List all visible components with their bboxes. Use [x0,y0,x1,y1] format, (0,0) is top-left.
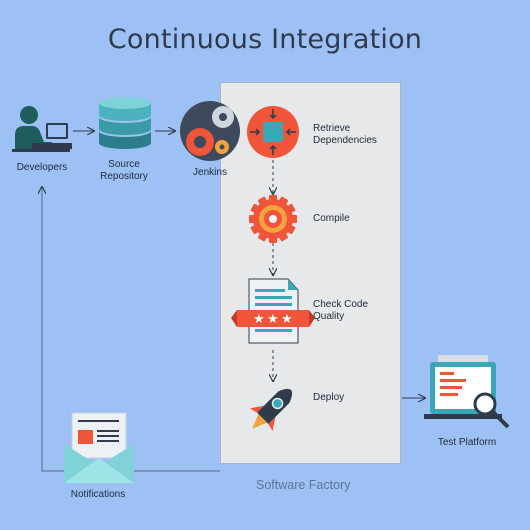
software-factory-label: Software Factory [256,478,351,492]
retrieve-dependencies-icon [247,106,299,158]
svg-text:★: ★ [267,312,279,327]
label-test-platform: Test Platform [437,437,497,448]
label-notifications: Notifications [70,489,126,500]
label-check-code-quality: Check Code Quality [313,299,369,322]
diagram-title: Continuous Integration [107,24,423,55]
label-deploy: Deploy [313,392,345,403]
label-developers: Developers [16,162,68,173]
svg-text:★: ★ [253,312,265,327]
code-quality-document-icon: ★ ★ ★ [231,278,315,344]
label-source-repository: Source Repository [100,159,148,182]
label-jenkins: Jenkins [193,167,227,178]
rocket-icon [249,388,293,432]
jenkins-gears-icon [180,101,240,161]
database-icon [99,97,151,149]
svg-text:★: ★ [281,312,293,327]
compile-gear-icon [249,195,297,243]
notification-envelope-icon [64,412,134,483]
label-retrieve-dependencies: Retrieve Dependencies [313,123,377,146]
test-platform-icon [424,355,510,429]
software-factory-box [220,82,401,464]
label-compile: Compile [313,213,350,224]
feedback-connector [42,187,220,472]
developer-icon [12,106,72,152]
